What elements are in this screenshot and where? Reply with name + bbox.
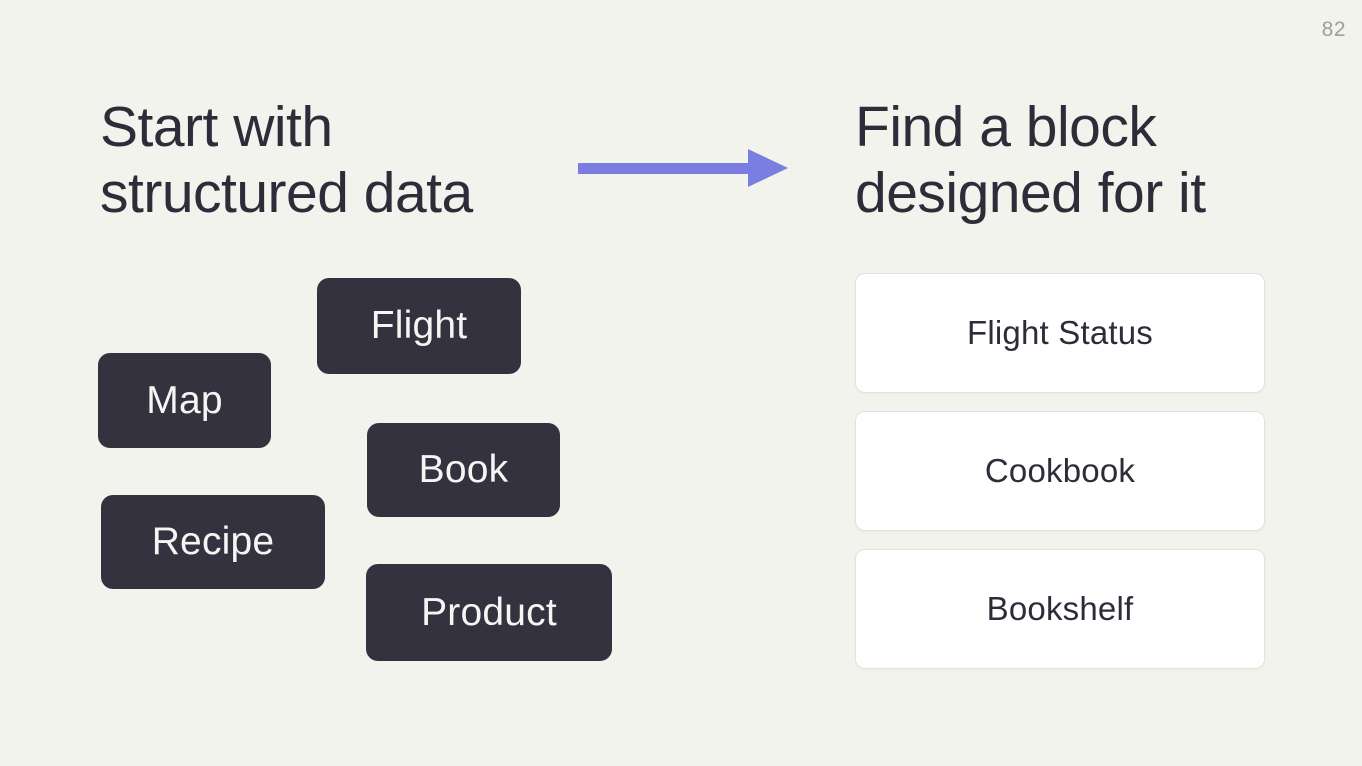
data-chip-book: Book [367, 423, 560, 517]
left-heading-line2: structured data [100, 161, 473, 225]
data-chip-label: Flight [370, 304, 468, 347]
block-card-flight-status: Flight Status [855, 273, 1265, 393]
block-card-label: Bookshelf [986, 590, 1134, 627]
block-card-bookshelf: Bookshelf [855, 549, 1265, 669]
right-heading-line2: designed for it [855, 161, 1206, 225]
data-chip-label: Recipe [151, 520, 275, 563]
data-chip-label: Book [418, 448, 509, 491]
data-chip-label: Product [421, 590, 557, 634]
data-chip-product: Product [366, 564, 612, 661]
right-heading-line1: Find a block [855, 95, 1157, 159]
page-number: 82 [1321, 18, 1346, 41]
left-heading-line1: Start with [100, 95, 333, 159]
data-chip-recipe: Recipe [101, 495, 325, 589]
data-chip-map: Map [98, 353, 271, 448]
right-arrow-icon [578, 146, 788, 190]
block-card-label: Flight Status [966, 314, 1154, 351]
block-card-label: Cookbook [984, 452, 1136, 489]
right-heading: Find a block designed for it [855, 94, 1206, 226]
left-heading: Start with structured data [100, 94, 473, 226]
data-chip-flight: Flight [317, 278, 521, 374]
block-card-cookbook: Cookbook [855, 411, 1265, 531]
data-chip-label: Map [146, 378, 223, 422]
